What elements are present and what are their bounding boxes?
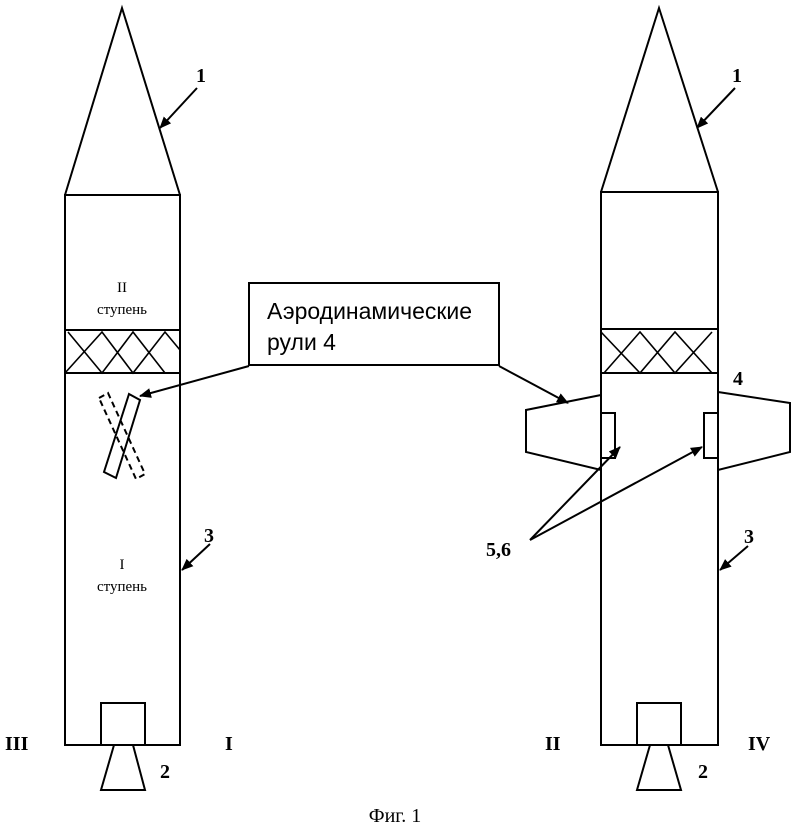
right-rocket-body (600, 191, 719, 746)
right-label-nose: 1 (732, 65, 742, 87)
left-aero-rudder (97, 391, 147, 481)
left-stage2-line2: ступень (97, 302, 147, 318)
right-engine-housing (636, 702, 682, 746)
arrow-right-body (719, 545, 749, 571)
left-side-label-right: I (225, 733, 233, 755)
right-label-sensors: 5,6 (486, 539, 511, 561)
callout-line-1: Аэродинамические (267, 298, 472, 324)
left-rocket (64, 4, 181, 791)
arrow-left-nose (159, 87, 198, 129)
arrow-callout-right-fin (498, 365, 569, 404)
right-engine-nozzle (635, 744, 683, 791)
left-side-label-left: III (5, 733, 29, 755)
left-rocket-nose (64, 4, 181, 196)
right-sensor-right (703, 412, 719, 459)
left-engine-housing (100, 702, 146, 746)
arrow-callout-left-rudder (139, 365, 250, 398)
arrow-sensor-right (529, 446, 703, 541)
figure-caption: Фиг. 1 (369, 805, 421, 827)
arrow-right-nose (696, 87, 736, 129)
right-label-body: 3 (744, 526, 754, 548)
callout-box (248, 282, 500, 366)
left-label-nose: 1 (196, 65, 206, 87)
right-rocket-left-fin (525, 393, 602, 472)
left-label-body: 3 (204, 525, 214, 547)
arrow-left-body (181, 543, 211, 571)
right-rocket (525, 4, 791, 791)
left-interstage-truss (64, 330, 181, 375)
right-side-label-right: IV (748, 733, 771, 755)
right-label-fin: 4 (733, 368, 743, 390)
right-rocket-right-fin (717, 390, 791, 472)
left-stage1-line2: ступень (97, 579, 147, 595)
left-stage2-line1: II (117, 280, 127, 296)
right-label-engine: 2 (698, 761, 708, 783)
arrow-sensor-left (529, 446, 621, 541)
left-engine-nozzle (99, 744, 147, 791)
left-label-engine: 2 (160, 761, 170, 783)
left-stage1-line1: I (120, 557, 125, 573)
arrows (139, 87, 749, 571)
right-side-label-left: II (545, 733, 561, 755)
left-rudder-solid (102, 392, 142, 480)
right-rocket-nose (600, 4, 719, 193)
right-interstage-truss-2 (603, 330, 713, 375)
right-sensor-left (600, 412, 616, 459)
callout-line-2: рули 4 (267, 329, 336, 355)
left-rocket-body (64, 194, 181, 746)
left-interstage-truss-2 (67, 330, 166, 375)
